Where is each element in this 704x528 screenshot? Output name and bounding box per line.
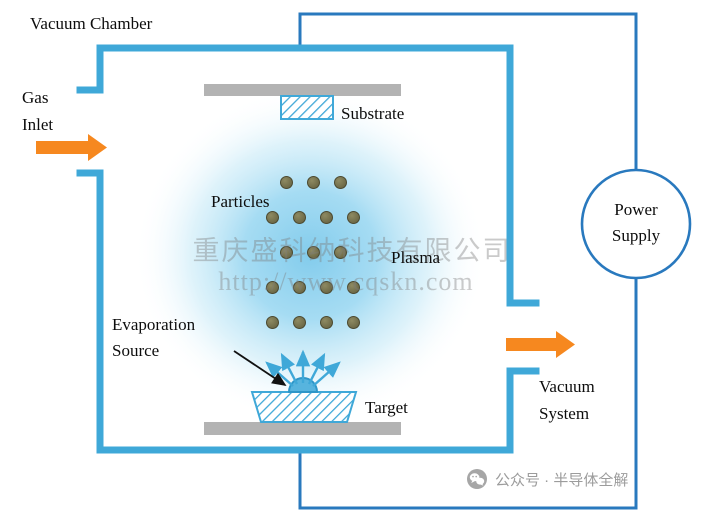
- power-supply-label-line2: Supply: [611, 226, 661, 245]
- gas-inlet-label: Gas Inlet: [22, 84, 53, 138]
- evaporation-source-label-line1: Evaporation: [112, 315, 196, 334]
- vacuum-system-label: Vacuum System: [539, 373, 595, 427]
- evaporation-pointer-arrow: [233, 350, 287, 386]
- power-supply-circle: [580, 168, 692, 280]
- target-shape: [250, 391, 358, 423]
- plasma-label: Plasma: [391, 248, 441, 267]
- vacuum-flow-arrow: [506, 331, 575, 358]
- gas-inlet-label-line2: Inlet: [22, 115, 54, 134]
- power-supply-label: Power Supply: [584, 197, 688, 249]
- vacuum-system-label-line2: System: [539, 404, 590, 423]
- vacuum-chamber-label: Vacuum Chamber: [30, 14, 153, 33]
- bottom-electrode-bar: [204, 422, 401, 435]
- substrate-box: [280, 95, 334, 120]
- power-supply-label-line1: Power: [614, 200, 658, 219]
- evaporation-source-label: Evaporation Source: [112, 312, 195, 364]
- chamber-wall-lower: [76, 169, 540, 454]
- power-wire-bottom: [298, 276, 638, 510]
- target-label: Target: [365, 398, 408, 417]
- power-wire-top: [298, 12, 638, 172]
- footer-watermark: 公众号 · 半导体全解: [466, 468, 628, 490]
- vacuum-system-label-line1: Vacuum: [539, 377, 595, 396]
- gas-inlet-label-line1: Gas: [22, 88, 49, 107]
- chamber-wall-upper: [76, 44, 540, 307]
- top-electrode-bar: [204, 84, 401, 96]
- particles-label: Particles: [211, 192, 270, 211]
- footer-watermark-text: 公众号 · 半导体全解: [495, 471, 629, 489]
- evaporation-source-label-line2: Source: [112, 341, 160, 360]
- gas-flow-arrow: [36, 134, 107, 161]
- wechat-icon: [467, 469, 487, 489]
- substrate-label: Substrate: [341, 104, 405, 123]
